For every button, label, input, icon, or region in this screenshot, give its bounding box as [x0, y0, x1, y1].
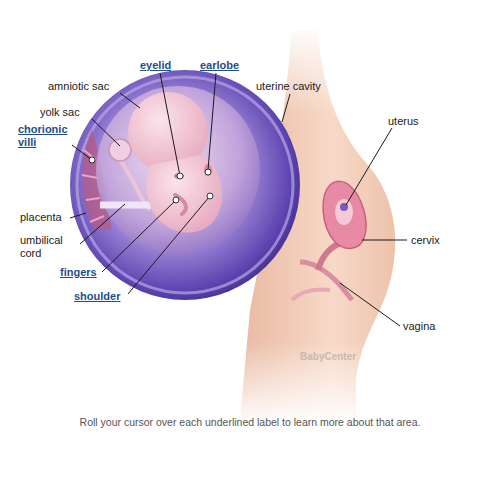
part-label: chorionic villi — [18, 123, 70, 149]
part-label: earlobe — [200, 59, 239, 72]
part-label: umbilical cord — [20, 234, 76, 260]
part-label: cervix — [411, 234, 440, 247]
part-label: eyelid — [140, 59, 171, 72]
part-label: amniotic sac — [48, 80, 109, 93]
watermark: BabyCenter — [300, 350, 356, 363]
part-label: uterine cavity — [256, 80, 321, 93]
part-label: placenta — [20, 211, 62, 224]
part-label: uterus — [388, 115, 419, 128]
part-label: shoulder — [74, 290, 120, 303]
part-label: vagina — [403, 320, 435, 333]
part-label: fingers — [60, 266, 97, 279]
part-label: yolk sac — [40, 106, 80, 119]
caption: Roll your cursor over each underlined la… — [0, 416, 500, 428]
